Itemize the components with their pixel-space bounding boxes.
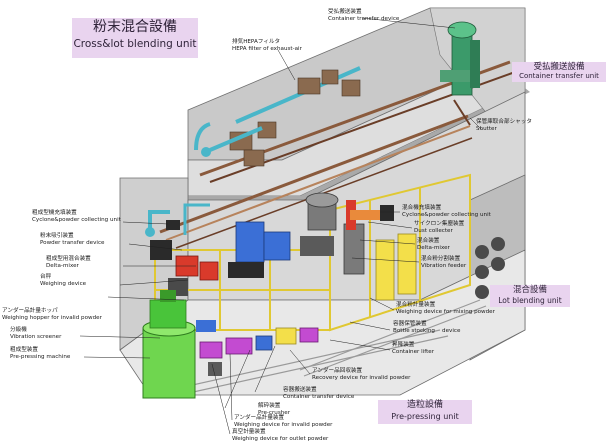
callout-delta-mixer-left-en: Delta-mixer bbox=[46, 262, 79, 269]
callout-recovery-device-jp: アンダー品回収装置 bbox=[312, 368, 363, 374]
callout-cyclone-right-en: Cyclone&powder collecting unit bbox=[402, 211, 491, 218]
callout-shutter: 保管庫取合部シャッタ Shutter bbox=[476, 119, 532, 132]
callout-hepa-filter-jp: 排気HEPAフィルタ bbox=[232, 39, 281, 45]
unit-label-lot-blending-jp: 混合設備 bbox=[512, 285, 547, 295]
callout-delta-mixer-right-jp: 混合装置 bbox=[417, 238, 440, 244]
callout-container-transfer-lower-en: Container transfer device bbox=[283, 393, 355, 400]
callout-weighing-invalid-jp: アンダー品計量装置 bbox=[234, 415, 285, 421]
unit-label-lot-blending: 混合設備 Lot blending unit bbox=[490, 285, 570, 307]
callout-container-transfer-device: 受払搬送装置 Container transfer device bbox=[328, 9, 399, 22]
callout-weighing-device-en: Weighing device bbox=[40, 280, 87, 287]
callout-weighing-mixing-jp: 混合粉計量装置 bbox=[396, 302, 436, 308]
callout-container-lifter-en: Container lifter bbox=[392, 348, 435, 355]
floor-rails bbox=[169, 299, 487, 397]
callout-vibration-feeder: 混合粉分割装置 Vibration feeder bbox=[421, 256, 466, 269]
callout-shutter-jp: 保管庫取合部シャッタ bbox=[476, 119, 532, 125]
callout-container-lifter: 昇降装置 Container lifter bbox=[392, 342, 434, 355]
callout-bottle-stocking-en: Bottle stocking device bbox=[393, 327, 461, 334]
callout-cyclone-right-jp: 混合機充填装置 bbox=[402, 205, 442, 211]
callout-dust-collector-en: Dust collecter bbox=[414, 227, 453, 234]
callout-vibration-screener: 分級機 Vibration screener bbox=[10, 327, 61, 340]
callout-vibration-feeder-en: Vibration feeder bbox=[421, 262, 467, 269]
unit-label-cross-lot-jp: 粉末混合設備 bbox=[93, 19, 177, 35]
callout-pre-pressing-machine-en: Pre-pressing machine bbox=[10, 353, 71, 360]
unit-label-pre-pressing-en: Pre-pressing unit bbox=[391, 412, 459, 421]
callout-cyclone-right: 混合機充填装置 Cyclone&powder collecting unit bbox=[402, 205, 491, 218]
unit-label-container-transfer: 受払搬送設備 Container transfer unit bbox=[512, 62, 606, 82]
unit-label-container-transfer-jp: 受払搬送設備 bbox=[533, 62, 585, 72]
callout-bottom-partial-jp: 真空計量装置 bbox=[232, 429, 266, 435]
callout-cyclone-left: 粗成型機充填装置 Cyclone&powder collecting unit bbox=[32, 210, 121, 223]
callout-dust-collector-jp: サイクロン集塵装置 bbox=[414, 221, 465, 227]
callout-pre-crusher-jp: 解砕装置 bbox=[258, 403, 281, 409]
callout-recovery-device-en: Recovery device for invalid powder bbox=[312, 374, 411, 381]
callout-bottom-partial: 真空計量装置 Weighing device for outlet powder bbox=[232, 429, 328, 442]
callout-container-transfer-lower: 容器搬送装置 Container transfer device bbox=[283, 387, 354, 400]
container-transfer-device bbox=[440, 21, 480, 126]
callout-container-lifter-jp: 昇降装置 bbox=[392, 342, 415, 348]
callout-weighing-device: 台秤 Weighing device bbox=[40, 274, 86, 287]
callout-bottle-stocking: 容器保管装置 Bottle stocking device bbox=[393, 321, 460, 334]
callout-weighing-mixing-en: Weighing device for mixing powder bbox=[396, 308, 495, 315]
callout-vibration-feeder-jp: 混合粉分割装置 bbox=[421, 256, 461, 262]
callout-delta-mixer-right: 混合装置 Delta-mixer bbox=[417, 238, 450, 251]
callout-delta-mixer-left: 粗成型用混合装置 Delta-mixer bbox=[46, 256, 91, 269]
callout-powder-transfer: 粉末吸引装置 Powder transfer device bbox=[40, 233, 104, 246]
callout-weighing-invalid-en: Weighing device for invalid powder bbox=[234, 421, 333, 428]
callout-powder-transfer-jp: 粉末吸引装置 bbox=[40, 233, 74, 239]
callout-pre-crusher: 解砕装置 Pre-crusher bbox=[258, 403, 290, 416]
unit-label-lot-blending-en: Lot blending unit bbox=[498, 296, 562, 305]
callout-dust-collector: サイクロン集塵装置 Dust collecter bbox=[414, 221, 464, 234]
unit-label-cross-lot-en: Cross&lot blending unit bbox=[73, 38, 197, 50]
callout-recovery-device: アンダー品回収装置 Recovery device for invalid po… bbox=[312, 368, 410, 381]
callout-container-transfer-device-en: Container transfer device bbox=[328, 15, 400, 22]
callout-shutter-en: Shutter bbox=[476, 125, 497, 132]
floor-devices bbox=[196, 320, 319, 376]
callout-weighing-mixing: 混合粉計量装置 Weighing device for mixing powde… bbox=[396, 302, 495, 315]
callout-delta-mixer-left-jp: 粗成型用混合装置 bbox=[46, 256, 91, 262]
callout-hepa-filter: 排気HEPAフィルタ HEPA filter of exhaust-air bbox=[232, 39, 302, 52]
unit-label-pre-pressing: 造粒設備 Pre-pressing unit bbox=[378, 400, 472, 424]
hepa-filters bbox=[194, 66, 361, 167]
cyan-ducts bbox=[145, 203, 210, 237]
callout-weighing-device-jp: 台秤 bbox=[40, 274, 52, 280]
callout-vibration-screener-en: Vibration screener bbox=[10, 333, 62, 340]
callout-weighing-invalid: アンダー品計量装置 Weighing device for invalid po… bbox=[234, 415, 332, 428]
unit-label-container-transfer-en: Container transfer unit bbox=[519, 72, 599, 80]
callout-powder-transfer-en: Powder transfer device bbox=[40, 239, 105, 246]
callout-bottle-stocking-jp: 容器保管装置 bbox=[393, 321, 427, 327]
callout-pre-pressing-machine-jp: 粗成型装置 bbox=[10, 347, 38, 353]
callout-container-transfer-lower-jp: 容器搬送装置 bbox=[283, 387, 317, 393]
callout-container-transfer-device-jp: 受払搬送装置 bbox=[328, 9, 362, 15]
callout-cyclone-left-en: Cyclone&powder collecting unit bbox=[32, 216, 121, 223]
callout-weighing-hopper-en: Weighing hopper for invalid powder bbox=[2, 314, 102, 321]
callout-hepa-filter-en: HEPA filter of exhaust-air bbox=[232, 45, 302, 52]
callout-vibration-screener-jp: 分級機 bbox=[10, 327, 27, 333]
callout-cyclone-left-jp: 粗成型機充填装置 bbox=[32, 210, 77, 216]
callout-delta-mixer-right-en: Delta-mixer bbox=[417, 244, 450, 251]
callout-weighing-hopper-jp: アンダー品計量ホッパ bbox=[2, 308, 58, 314]
leader-lines bbox=[79, 17, 483, 435]
unit-label-pre-pressing-jp: 造粒設備 bbox=[406, 400, 443, 410]
callout-pre-crusher-en: Pre-crusher bbox=[258, 409, 291, 416]
central-equipment bbox=[228, 192, 417, 301]
pre-pressing-machine bbox=[142, 290, 196, 399]
callout-weighing-hopper: アンダー品計量ホッパ Weighing hopper for invalid p… bbox=[2, 308, 102, 321]
unit-label-cross-lot: 粉末混合設備 Cross&lot blending unit bbox=[72, 18, 198, 58]
callout-pre-pressing-machine: 粗成型装置 Pre-pressing machine bbox=[10, 347, 70, 360]
